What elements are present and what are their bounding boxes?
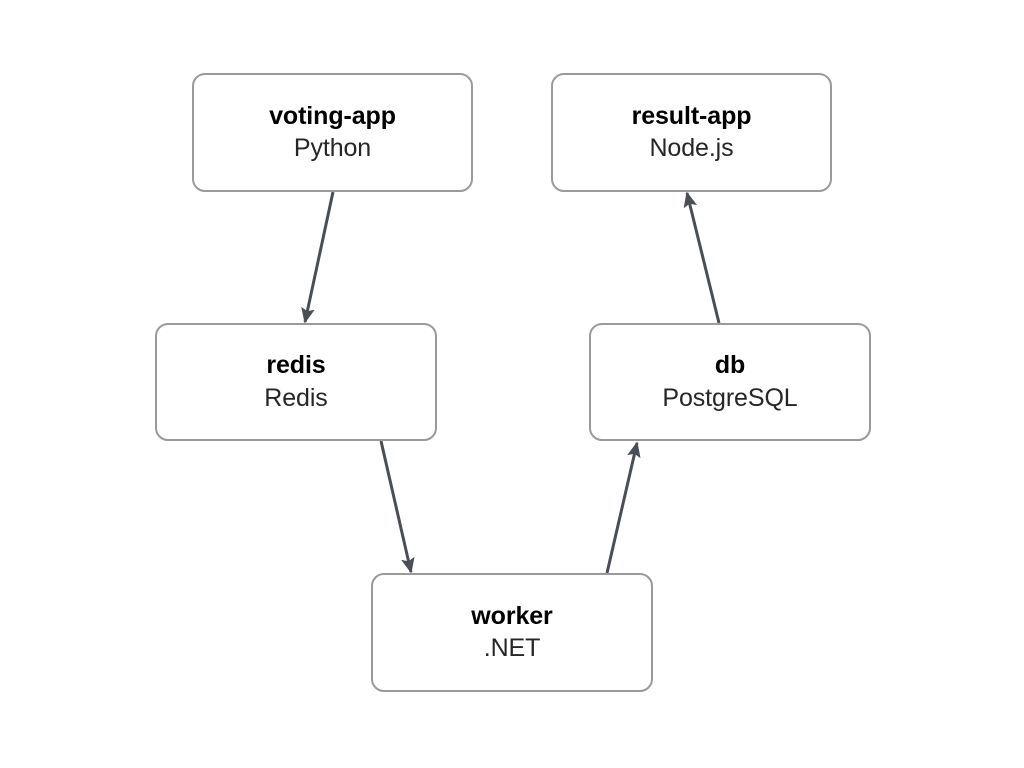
node-subtitle: PostgreSQL bbox=[662, 383, 798, 412]
node-subtitle: Node.js bbox=[649, 134, 734, 163]
node-title: db bbox=[714, 351, 746, 380]
node-subtitle: Python bbox=[293, 134, 372, 163]
node-title: result-app bbox=[631, 101, 752, 130]
node-title: worker bbox=[471, 601, 553, 630]
node-title: voting-app bbox=[269, 101, 396, 130]
node-worker[interactable]: worker .NET bbox=[371, 573, 653, 692]
edge-voting-app-to-redis bbox=[301, 191, 335, 324]
edge-worker-to-db bbox=[605, 441, 641, 574]
node-redis[interactable]: redis Redis bbox=[155, 323, 437, 441]
node-result-app[interactable]: result-app Node.js bbox=[551, 73, 832, 192]
node-subtitle: Redis bbox=[264, 383, 328, 412]
edge-redis-to-worker bbox=[379, 440, 415, 574]
node-title: redis bbox=[266, 351, 326, 380]
node-db[interactable]: db PostgreSQL bbox=[589, 323, 871, 441]
edge-db-to-result-app bbox=[683, 191, 721, 324]
node-subtitle: .NET bbox=[483, 634, 541, 663]
node-voting-app[interactable]: voting-app Python bbox=[192, 73, 473, 192]
